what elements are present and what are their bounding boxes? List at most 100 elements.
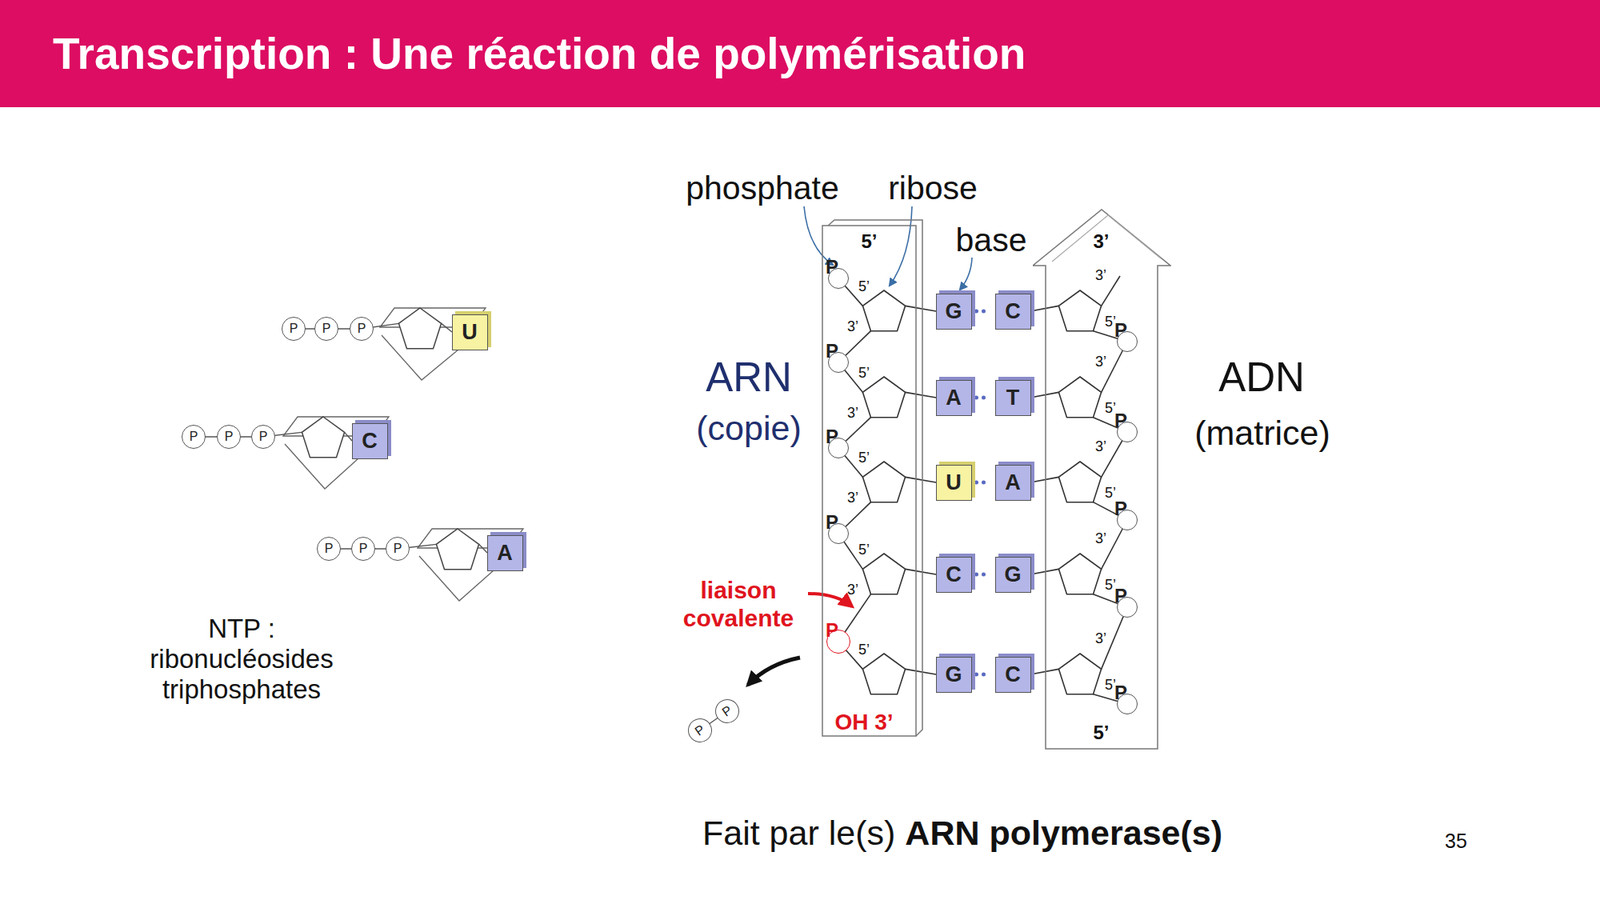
end-marker: 5’ — [858, 641, 870, 659]
ribose-pentagon — [862, 653, 905, 695]
phosphate-circle: P — [314, 316, 339, 341]
end-marker: 3’ — [847, 318, 859, 336]
phosphate-circle: P — [1116, 693, 1138, 715]
base-box: U — [452, 314, 488, 351]
leader-arrow — [889, 206, 912, 286]
node-text: P — [1114, 681, 1128, 704]
node-text: P — [719, 703, 735, 720]
node-text: G — [944, 299, 962, 324]
node-text: G — [944, 662, 962, 688]
ribose-pentagon — [436, 528, 479, 570]
node-text: P — [289, 321, 299, 336]
node-text: C — [1004, 662, 1021, 688]
ribose-pentagon — [862, 376, 905, 418]
phosphate-circle: P — [828, 437, 849, 459]
deoxyribose-pentagon — [1058, 653, 1101, 695]
ntp-note: NTP : ribonucléosides triphosphates — [121, 613, 362, 705]
phosphate-circle: P — [216, 424, 241, 449]
title-band: Transcription : Une réaction de polyméri… — [0, 0, 1600, 108]
strand-arrow-outline — [1032, 208, 1172, 750]
page-number: 35 — [1444, 829, 1468, 853]
bond-line — [905, 668, 936, 675]
node-text: T — [1006, 385, 1020, 411]
bond-label: liaison covalente — [666, 576, 811, 632]
strand-name: ADN — [1218, 354, 1305, 402]
node-text: A — [496, 540, 513, 566]
bond-line — [905, 476, 936, 483]
part-label: phosphate — [685, 169, 840, 208]
phosphate-circle: P — [385, 536, 410, 561]
node-text: P — [1114, 319, 1128, 342]
base-box: U — [936, 464, 972, 501]
strand-edge — [828, 220, 923, 736]
leader-arrow — [960, 257, 972, 290]
node-text: A — [1004, 470, 1021, 496]
phosphate-circle: P — [1116, 509, 1138, 531]
node-text: 5’ — [860, 230, 877, 253]
caption-emphasis: ARN polymerase(s) — [904, 813, 1223, 852]
phosphate-circle: P — [316, 536, 341, 561]
end-marker: 3’ — [1095, 530, 1107, 548]
bond-line — [479, 544, 488, 553]
end-marker: 5’ — [858, 449, 870, 467]
phosphate-circle: P — [1116, 421, 1138, 443]
phosphate-circle: P — [710, 694, 744, 728]
phosphate-circle: P — [351, 536, 376, 561]
bond-line — [905, 392, 936, 398]
node-text: 3’ — [1092, 230, 1109, 253]
node-text: A — [945, 385, 962, 411]
base-pair-bond — [976, 572, 991, 577]
ribose-pentagon — [862, 290, 905, 332]
bond-line — [905, 568, 936, 575]
base-pair-bond — [976, 309, 991, 314]
phosphate-circle: P — [828, 523, 849, 544]
base-pair-bond — [976, 672, 991, 677]
part-label: base — [956, 221, 1028, 260]
base-box: G — [936, 293, 972, 330]
end-label: OH 3’ — [834, 709, 893, 736]
caption-text: Fait par le(s) — [702, 813, 896, 852]
bond-line — [1030, 568, 1059, 575]
base-box: C — [995, 293, 1032, 330]
end-marker: 5’ — [1104, 676, 1116, 694]
strand-edge — [1052, 215, 1161, 262]
end-marker: 5’ — [1104, 400, 1116, 417]
phosphate-circle: P — [181, 424, 206, 449]
phosphate-circle: P — [826, 629, 851, 654]
end-marker: 5’ — [858, 364, 870, 382]
phosphate-circle: P — [349, 316, 374, 341]
node-text: P — [825, 425, 839, 448]
bond-line — [1030, 392, 1059, 398]
node-text: C — [1004, 299, 1021, 324]
end-marker: 3’ — [1095, 630, 1107, 648]
end-marker: 5’ — [858, 278, 870, 296]
node-text: P — [1114, 584, 1128, 608]
ribose-pentagon — [301, 416, 344, 458]
base-box: A — [936, 380, 972, 416]
node-text: P — [324, 541, 334, 556]
bond-line — [441, 323, 452, 332]
node-text: P — [1114, 497, 1128, 520]
phosphate-circle: P — [281, 316, 306, 341]
node-text: G — [1004, 562, 1021, 588]
strand-role: (copie) — [696, 408, 801, 448]
end-marker: 3’ — [847, 404, 859, 422]
bond-line — [1030, 476, 1059, 483]
node-text: U — [461, 320, 478, 345]
node-text: P — [825, 619, 839, 642]
end-marker: 3’ — [1095, 438, 1107, 456]
deoxyribose-pentagon — [1058, 290, 1101, 332]
node-text: P — [259, 429, 268, 444]
end-marker: 5’ — [858, 541, 870, 559]
part-label: ribose — [888, 169, 978, 208]
end-marker: 5’ — [1104, 576, 1116, 594]
strand-name: ARN — [705, 354, 792, 402]
end-marker: 5’ — [1104, 484, 1116, 502]
node-text: P — [359, 541, 368, 556]
base-box: A — [995, 464, 1032, 501]
node-text: P — [825, 511, 839, 534]
node-text: U — [945, 470, 962, 496]
end-marker: 3’ — [847, 489, 859, 507]
